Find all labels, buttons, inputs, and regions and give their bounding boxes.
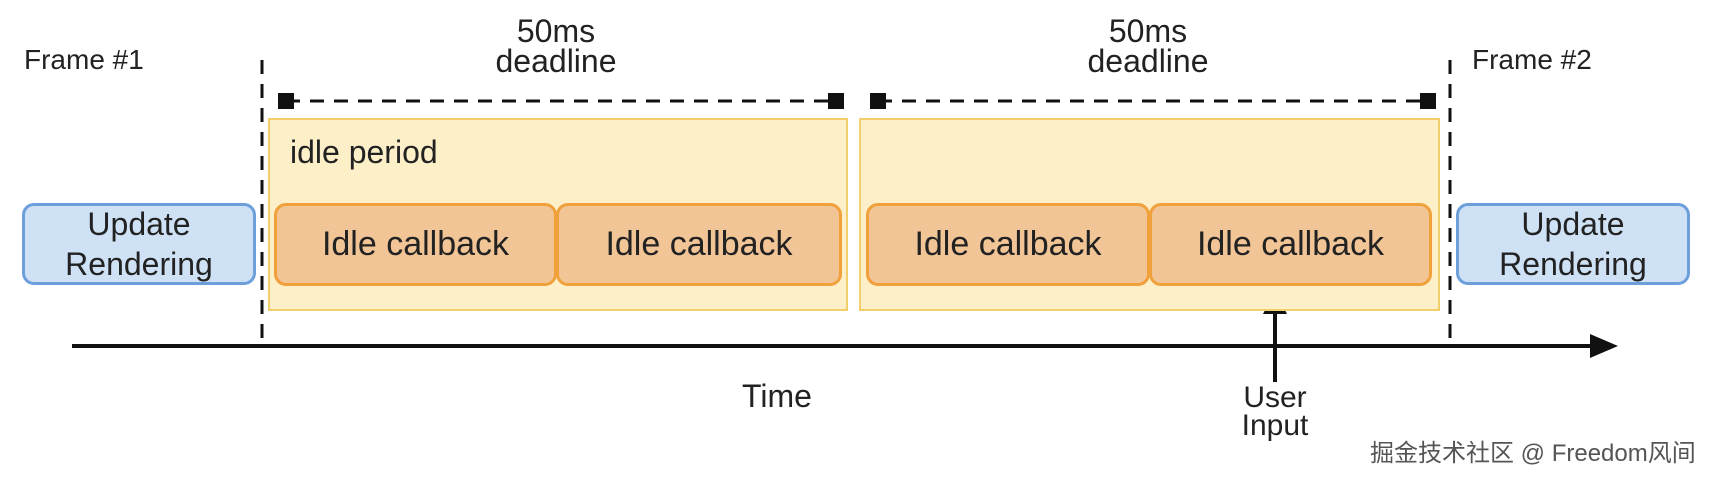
idle-callback-1: Idle callback	[274, 203, 557, 286]
idle-callback-3: Idle callback	[866, 203, 1150, 286]
deadline-bracket-2-end-marker	[1420, 93, 1436, 109]
time-axis-arrowhead	[1590, 334, 1618, 358]
idle-callback-4: Idle callback	[1149, 203, 1432, 286]
deadline-bracket-1-start-marker	[278, 93, 294, 109]
frame-2-label: Frame #2	[1472, 44, 1592, 75]
deadline-bracket-1-end-marker	[828, 93, 844, 109]
idle-period-label: idle period	[290, 134, 438, 170]
update-rendering-2-line2: Rendering	[1499, 246, 1647, 282]
deadline-1-line1: 50ms	[516, 13, 596, 49]
deadline-2-line1: 50ms	[1108, 13, 1188, 49]
time-axis-label: Time	[742, 378, 812, 414]
update-rendering-1-line2: Rendering	[65, 246, 213, 282]
deadline-2-line2: deadline	[1087, 43, 1209, 79]
update-rendering-1-line1: Update	[87, 206, 191, 242]
update-rendering-box-1: Update Rendering	[22, 203, 256, 285]
idle-callback-2: Idle callback	[556, 203, 842, 286]
update-rendering-box-2: Update Rendering	[1456, 203, 1690, 285]
update-rendering-2-line1: Update	[1521, 206, 1625, 242]
watermark-text: 掘金技术社区 @ Freedom风间	[1370, 440, 1696, 467]
user-input-label: User Input	[1215, 381, 1335, 442]
deadline-1-line2: deadline	[495, 43, 617, 79]
deadline-label-1: 50ms deadline	[456, 13, 656, 79]
deadline-bracket-2-start-marker	[870, 93, 886, 109]
user-input-line2: Input	[1241, 409, 1309, 442]
user-input-line1: User	[1243, 381, 1307, 414]
deadline-label-2: 50ms deadline	[1048, 13, 1248, 79]
frame-1-label: Frame #1	[24, 44, 144, 75]
